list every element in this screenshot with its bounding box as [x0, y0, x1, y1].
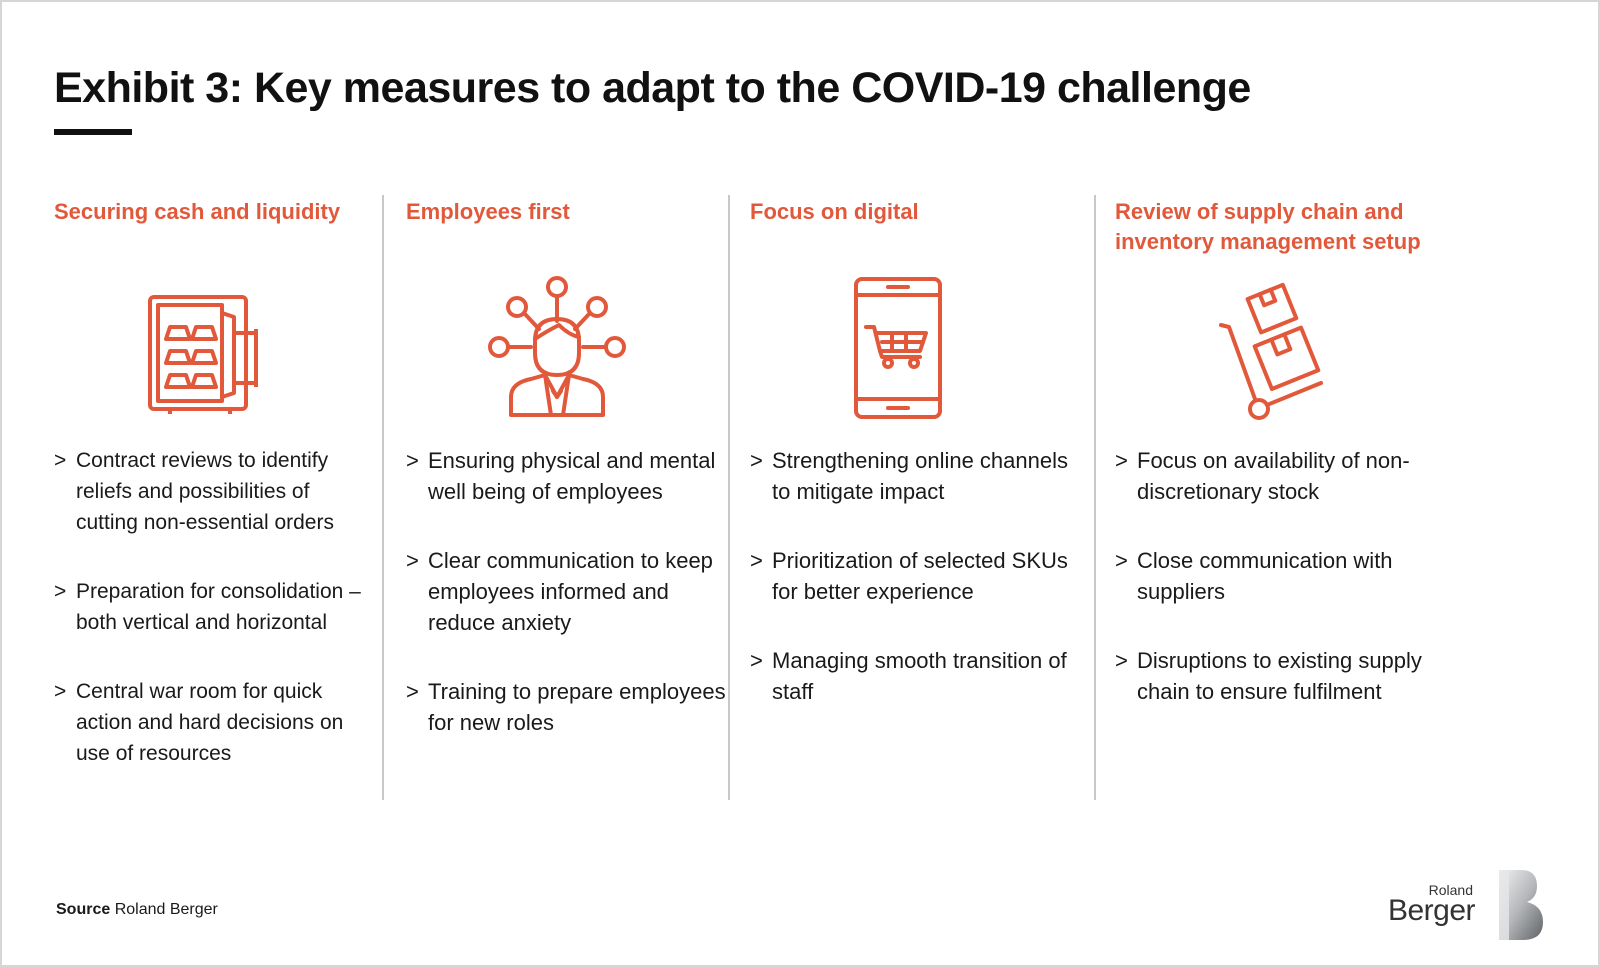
column-supply-chain: Review of supply chain and inventory man…: [1115, 197, 1455, 802]
b-logo-icon: [1499, 870, 1543, 940]
bullet-item: Close communication with suppliers: [1115, 545, 1455, 607]
title-underline: [54, 129, 132, 135]
bullet-list: Ensuring physical and mental well being …: [406, 445, 726, 776]
hand-truck-boxes-icon: [1219, 282, 1323, 420]
bullet-list: Strengthening online channels to mitigat…: [750, 445, 1090, 745]
logo-line-berger: Berger: [1387, 894, 1476, 927]
bullet-item: Managing smooth transition of staff: [750, 645, 1090, 707]
bullet-item: Contract reviews to identify reliefs and…: [54, 445, 372, 538]
column-focus-digital: Focus on digital Strengthening online ch…: [750, 197, 1090, 802]
bullet-item: Ensuring physical and mental well being …: [406, 445, 726, 507]
bullet-item: Prioritization of selected SKUs for bett…: [750, 545, 1090, 607]
column-employees-first: Employees first Ensur: [406, 197, 726, 802]
bullet-item: Clear communication to keep employees in…: [406, 545, 726, 638]
roland-berger-logo: Roland Berger: [1388, 868, 1547, 942]
person-network-icon: [488, 276, 626, 417]
column-heading: Focus on digital: [750, 199, 919, 224]
bullet-item: Preparation for consolidation – both ver…: [54, 576, 372, 638]
bullet-item: Training to prepare employees for new ro…: [406, 676, 726, 738]
logo-line-roland: Roland: [1428, 882, 1473, 898]
bullet-item: Strengthening online channels to mitigat…: [750, 445, 1090, 507]
column-securing-cash: Securing cash and liquidity Contract re: [54, 197, 372, 802]
bullet-list: Focus on availability of non-discretiona…: [1115, 445, 1455, 745]
column-heading: Employees first: [406, 199, 570, 224]
column-divider: [382, 195, 384, 800]
safe-with-gold-bars-icon: [148, 295, 258, 414]
source-note: Source Roland Berger: [56, 901, 218, 919]
column-divider: [728, 195, 730, 800]
bullet-item: Central war room for quick action and ha…: [54, 676, 372, 769]
column-divider: [1094, 195, 1096, 800]
page-title: Exhibit 3: Key measures to adapt to the …: [54, 64, 1251, 112]
source-text: Roland Berger: [114, 901, 218, 918]
bullet-item: Focus on availability of non-discretiona…: [1115, 445, 1455, 507]
bullet-item: Disruptions to existing supply chain to …: [1115, 645, 1455, 707]
column-heading: Review of supply chain and inventory man…: [1115, 199, 1421, 254]
smartphone-cart-icon: [854, 277, 942, 419]
column-heading: Securing cash and liquidity: [54, 199, 341, 224]
source-label: Source: [56, 901, 111, 918]
bullet-list: Contract reviews to identify reliefs and…: [54, 445, 372, 807]
